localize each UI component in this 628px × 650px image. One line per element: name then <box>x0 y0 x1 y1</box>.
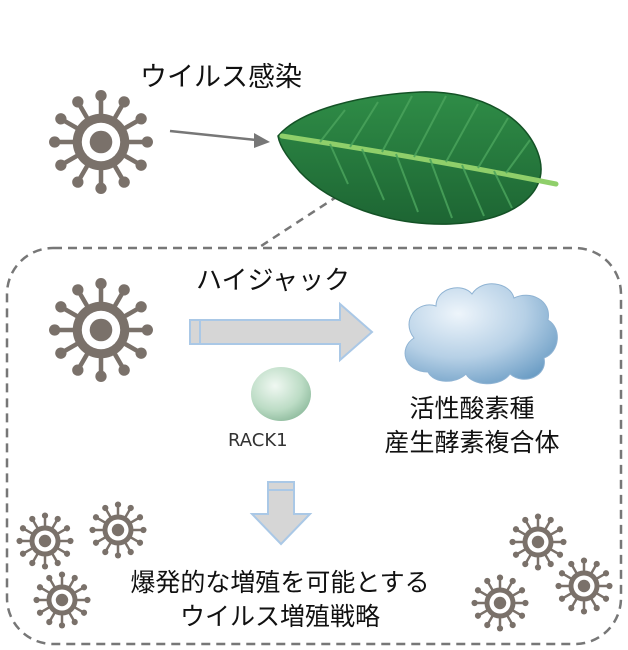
hijack-arrow <box>189 301 374 363</box>
cell-zoom-box <box>5 246 623 646</box>
virus-infection-label: ウイルス感染 <box>140 62 302 93</box>
ros-complex-line1: 活性酸素種 <box>409 394 535 423</box>
strategy-line2: ウイルス増殖戦略 <box>179 602 380 631</box>
strategy-label: 爆発的な増殖を可能とする ウイルス増殖戦略 <box>40 566 520 634</box>
cloud-icon <box>404 283 558 385</box>
virus-icon <box>509 513 567 571</box>
ros-complex-line2: 産生酵素複合体 <box>384 428 560 457</box>
infection-arrow <box>169 129 270 148</box>
virus-icon <box>49 90 153 194</box>
virus-icon <box>16 512 74 570</box>
leaf-icon <box>277 91 559 225</box>
virus-icon <box>89 501 147 559</box>
virus-icon <box>555 557 613 615</box>
ros-complex-label: 活性酸素種 産生酵素複合体 <box>382 392 562 460</box>
down-arrow <box>249 481 313 546</box>
hijack-label: ハイジャック <box>196 266 351 296</box>
virus-icon <box>49 278 153 382</box>
strategy-line1: 爆発的な増殖を可能とする <box>130 568 430 597</box>
rack1-ellipse-icon <box>251 367 311 421</box>
rack1-label: RACK1 <box>228 430 288 451</box>
